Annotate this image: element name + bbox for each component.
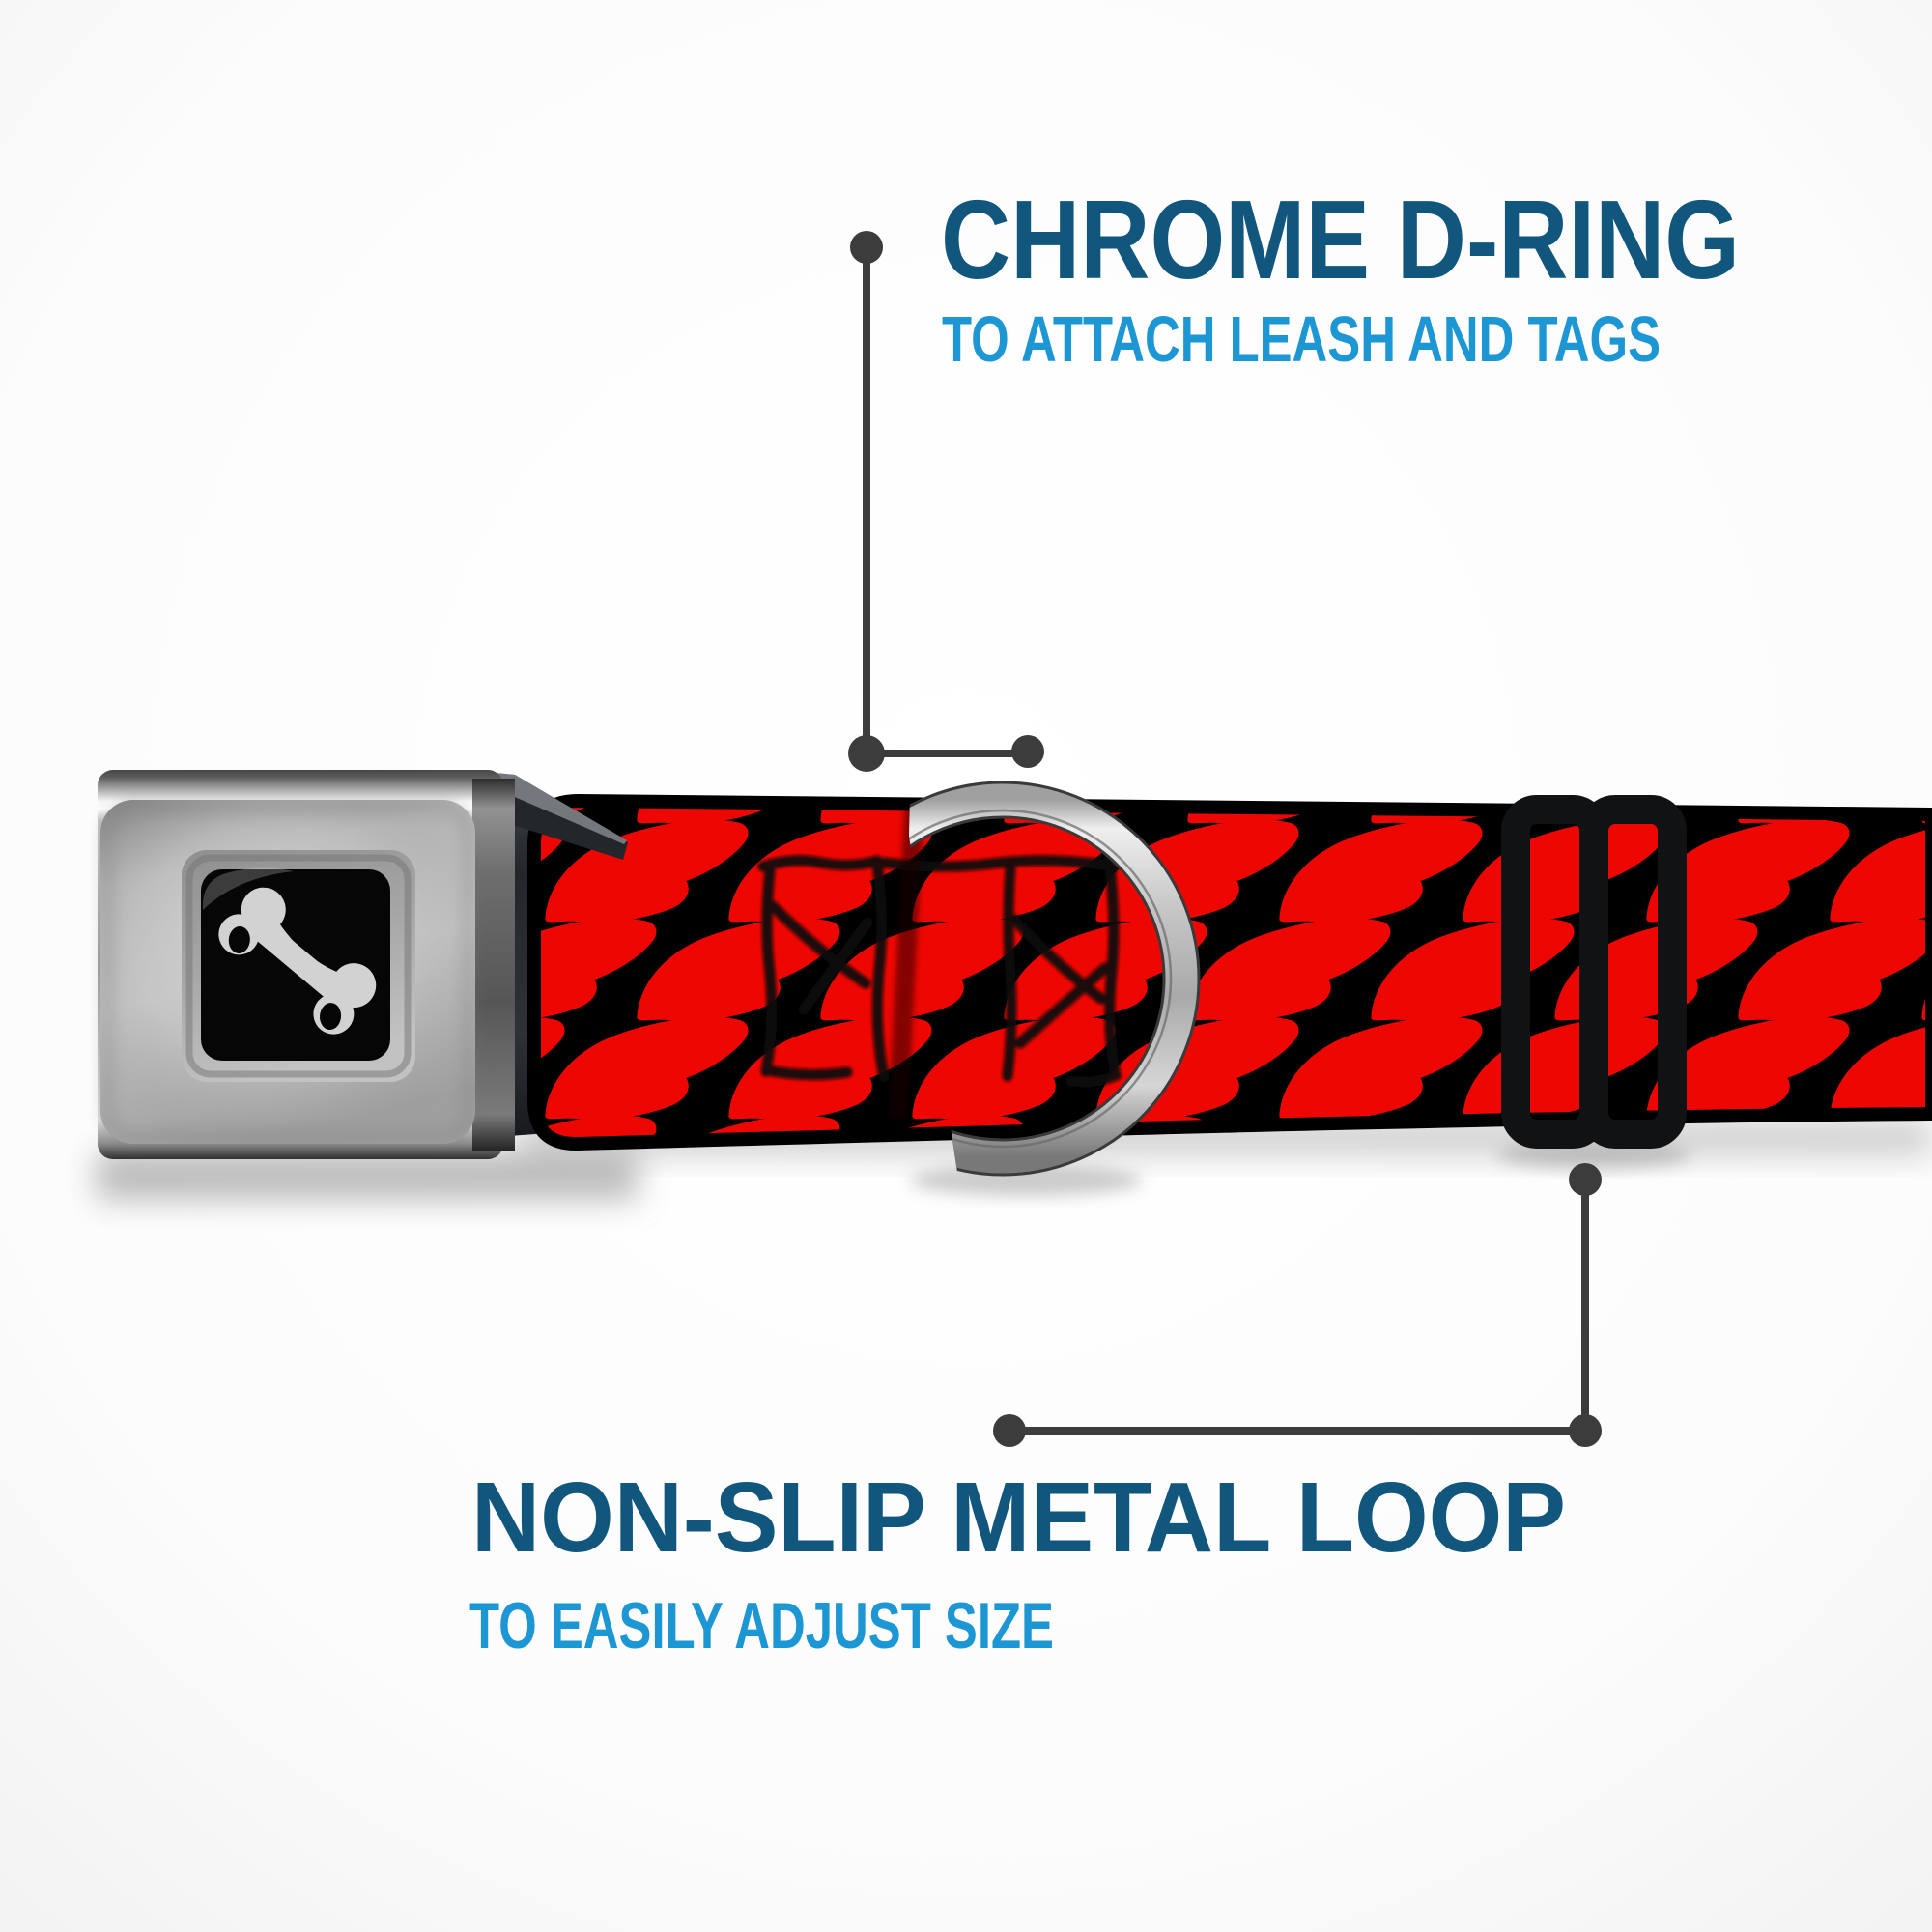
svg-text:TO EASILY ADJUST SIZE: TO EASILY ADJUST SIZE [469, 1589, 1054, 1662]
svg-text:TO ATTACH LEASH AND TAGS: TO ATTACH LEASH AND TAGS [942, 303, 1661, 376]
svg-text:CHROME D-RING: CHROME D-RING [941, 177, 1740, 302]
svg-text:NON-SLIP METAL LOOP: NON-SLIP METAL LOOP [471, 1462, 1566, 1573]
